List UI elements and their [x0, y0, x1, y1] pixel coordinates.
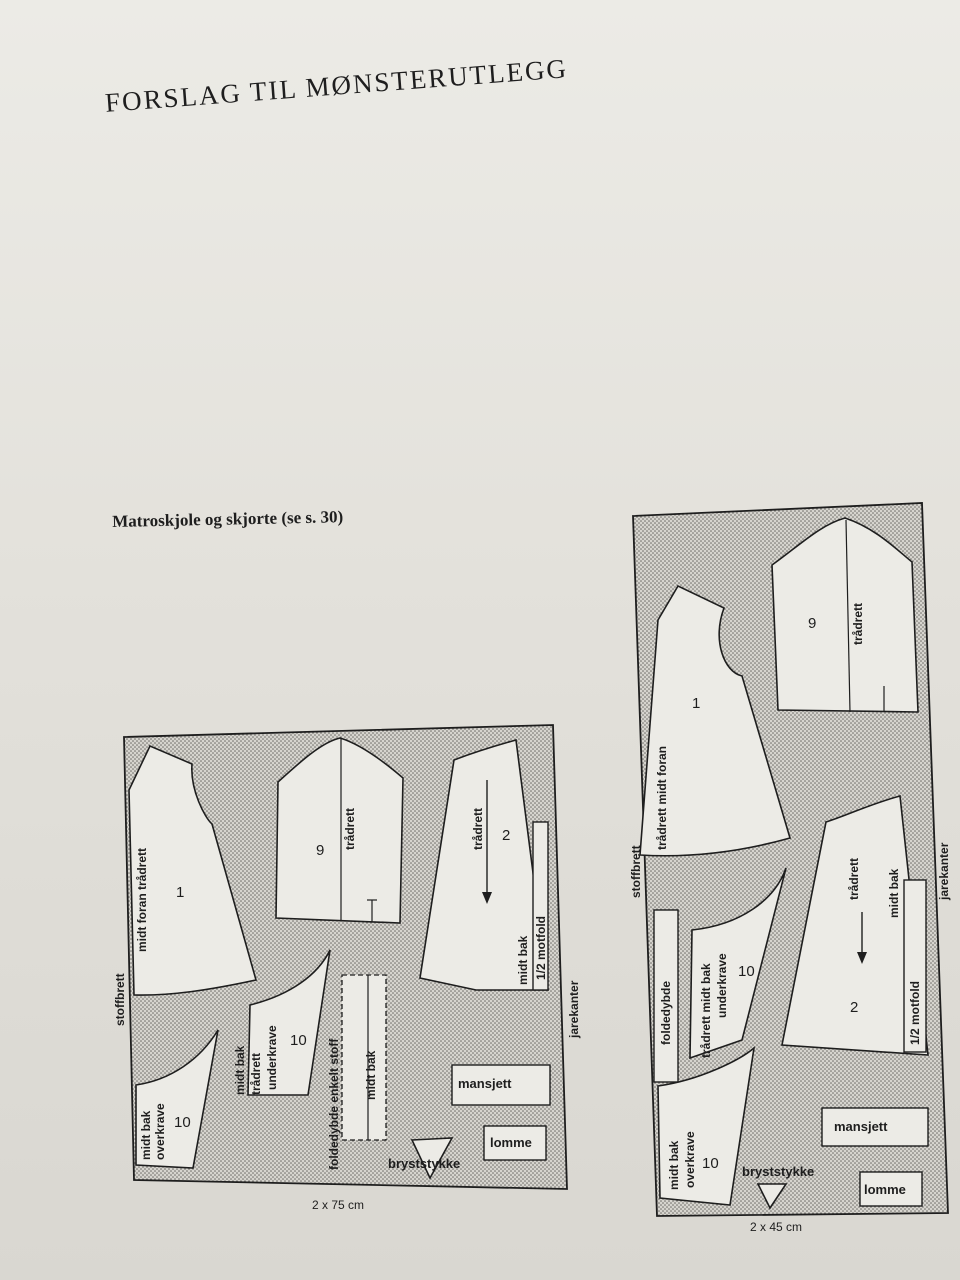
selvage-label-left: jarekanter	[567, 980, 581, 1039]
piece-10-under-number: 10	[290, 1032, 307, 1049]
piece-2-back	[419, 738, 549, 991]
r-piece-10-over-number: 10	[702, 1155, 719, 1172]
cuff-piece	[451, 1064, 551, 1106]
piece-2-fold-strip	[532, 821, 549, 991]
r-cuff-piece	[821, 1107, 929, 1147]
piece-1-number: 1	[176, 884, 184, 901]
r-piece-10-under-number: 10	[738, 963, 755, 980]
r-piece-10-under-label-b: underkrave	[715, 953, 729, 1018]
piece-9-label: trådrett	[343, 808, 357, 850]
r-cuff-label: mansjett	[834, 1119, 888, 1134]
piece-10-over-label-a: midt bak	[139, 1110, 153, 1160]
fabric-width-left: 2 x 75 cm	[312, 1198, 364, 1212]
piece-10-under-label-c: underkrave	[265, 1025, 279, 1090]
piece-9-sleeve	[275, 737, 404, 924]
r-pocket-piece	[859, 1171, 923, 1207]
piece-2-number: 2	[502, 827, 510, 844]
piece-1-front	[128, 744, 258, 996]
r-piece-9-number: 9	[808, 615, 816, 632]
r-fold-depth-strip	[653, 909, 679, 1083]
strip-label-a: foldedybde enkelt stoff	[327, 1038, 341, 1170]
yoke-piece	[410, 1137, 454, 1180]
r-piece-9-grainline	[845, 519, 851, 713]
fold-label-left: stoffbrett	[113, 973, 127, 1026]
fabric-width-right: 2 x 45 cm	[750, 1220, 802, 1234]
r-piece-2-grain-label: trådrett	[847, 858, 861, 900]
r-piece-2-back	[781, 794, 929, 1056]
r-yoke-label: bryststykke	[742, 1164, 814, 1179]
cuff-label: mansjett	[458, 1076, 512, 1091]
r-piece-2-number: 2	[850, 999, 858, 1016]
r-piece-10-over-label-b: overkrave	[683, 1131, 697, 1188]
piece-10-over-label-b: overkrave	[153, 1103, 167, 1160]
r-piece-1-label: trådrett midt foran	[655, 746, 669, 850]
pocket-piece	[483, 1125, 547, 1161]
r-piece-10-overkrave	[657, 1045, 756, 1206]
r-piece-1-number: 1	[692, 695, 700, 712]
piece-1-label: midt foran trådrett	[135, 848, 149, 952]
r-piece-9-sleeve	[771, 517, 919, 713]
piece-2-fold-label: 1/2 motfold	[534, 916, 548, 980]
piece-2-back-label: midt bak	[516, 935, 530, 985]
r-piece-2-fold-strip	[903, 879, 927, 1053]
layout-left: 1 midt foran trådrett 9 trådrett 2 trådr…	[113, 724, 581, 1212]
piece-10-over-number: 10	[174, 1114, 191, 1131]
r-piece-10-under-label-a: trådrett midt bak	[699, 963, 713, 1058]
r-fold-depth-label: foldedybde	[659, 981, 673, 1045]
strip-fold-depth	[341, 974, 387, 1141]
piece-9-number: 9	[316, 842, 324, 859]
r-piece-2-back-label: midt bak	[887, 868, 901, 918]
piece-10-underkrave	[247, 949, 331, 1096]
piece-10-under-label-a: midt bak	[233, 1045, 247, 1095]
r-piece-10-underkrave	[689, 867, 787, 1060]
r-piece-2-fold-label: 1/2 motfold	[908, 981, 922, 1045]
selvage-label-right: jarekanter	[937, 842, 951, 901]
r-piece-9-label: trådrett	[851, 603, 865, 645]
yoke-label: bryststykke	[388, 1156, 460, 1171]
piece-10-under-label-b: trådrett	[249, 1053, 263, 1095]
r-yoke-piece	[756, 1183, 788, 1210]
fold-label-right: stoffbrett	[629, 845, 643, 898]
r-piece-10-over-label-a: midt bak	[667, 1140, 681, 1190]
r-piece-1-front	[639, 584, 791, 857]
r-pocket-label: lomme	[864, 1182, 906, 1197]
strip-label-b: midt bak	[364, 1050, 378, 1100]
piece-10-overkrave	[135, 1029, 219, 1169]
layout-right: 1 trådrett midt foran 9 trådrett 2 trådr…	[629, 502, 951, 1234]
pocket-label: lomme	[490, 1135, 532, 1150]
piece-2-grain-label: trådrett	[471, 808, 485, 850]
